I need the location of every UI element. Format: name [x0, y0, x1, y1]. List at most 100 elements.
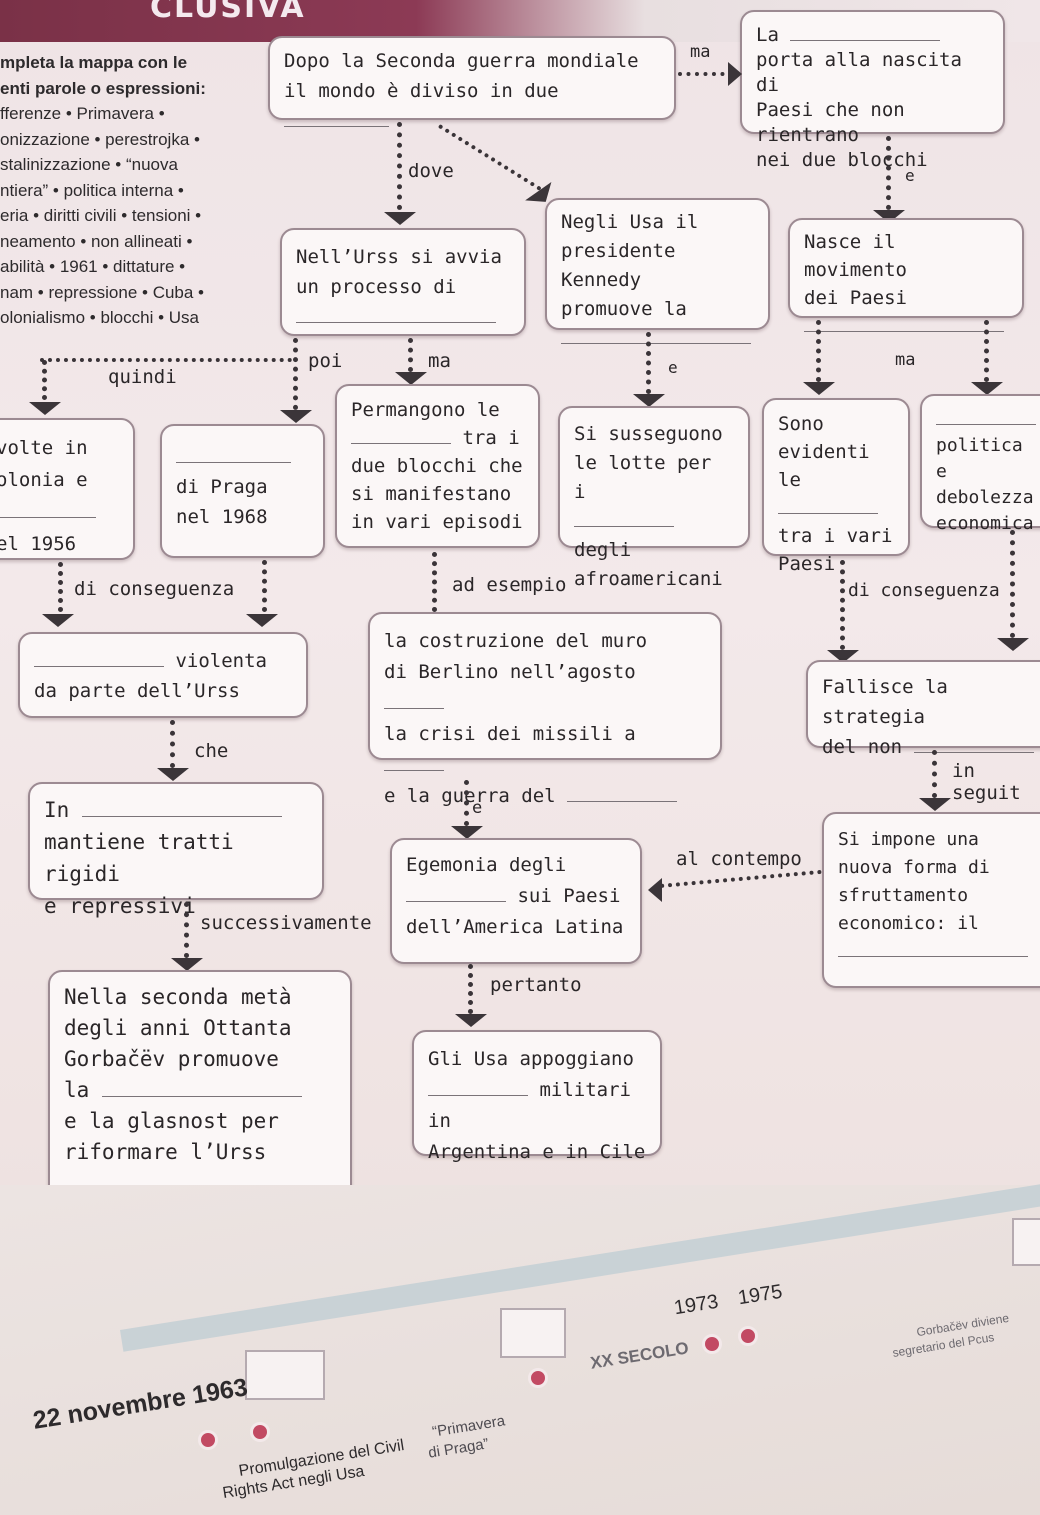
connector-successivamente: successivamente — [200, 912, 372, 934]
dotted-connector — [432, 552, 437, 612]
box-text: riformare l’Urss — [64, 1140, 267, 1164]
box-text-row: di Berlino nell’agosto — [384, 657, 706, 719]
answer-blank[interactable] — [81, 798, 282, 817]
timeline-answer-box[interactable] — [1012, 1218, 1040, 1266]
map-box-repression: violenta da parte dell’Urss — [18, 632, 308, 718]
connector-e-center: e — [472, 798, 483, 818]
answer-blank[interactable] — [804, 313, 1004, 332]
dotted-connector — [840, 560, 845, 650]
answer-blank[interactable] — [936, 406, 1036, 425]
map-box-us-dictatorships: Gli Usa appoggiano militari in Argentina… — [412, 1030, 662, 1163]
answer-blank[interactable] — [913, 734, 1034, 753]
answer-blank[interactable] — [428, 1077, 528, 1096]
arrow-down-icon — [384, 212, 416, 225]
answer-blank[interactable] — [296, 304, 496, 323]
connector-poi: poi — [308, 350, 343, 372]
box-text: Nella seconda metà — [64, 985, 292, 1009]
box-text: un processo di — [296, 276, 457, 298]
box-text-row — [561, 324, 754, 353]
dotted-connector — [984, 320, 989, 382]
box-text: il mondo è diviso in due — [284, 80, 559, 102]
box-text: e la guerra del — [384, 785, 556, 807]
dotted-connector — [170, 720, 175, 768]
map-box-civil-rights: Si susseguono le lotte per i degli afroa… — [558, 406, 750, 590]
box-text: degli — [574, 539, 632, 561]
answer-blank[interactable] — [384, 752, 444, 771]
box-text: sui Paesi — [517, 885, 621, 907]
box-text-row: il mondo è diviso in due — [284, 76, 660, 136]
map-box-nonaligned-movement: Nasce il movimento dei Paesi — [788, 218, 1024, 332]
box-text: da parte dell’Urss — [34, 680, 240, 702]
connector-di-conseguenza-right: di conseguenza — [848, 580, 1000, 601]
answer-blank[interactable] — [567, 783, 678, 802]
arrow-down-icon — [919, 798, 951, 811]
box-text: nel 1968 — [176, 506, 268, 528]
box-text: due blocchi che — [351, 455, 523, 477]
box-text: Egemonia degli — [406, 854, 567, 876]
box-text: le lotte per i — [574, 452, 712, 503]
answer-blank[interactable] — [0, 499, 96, 518]
map-box-kennedy: Negli Usa il presidente Kennedy promuove… — [545, 198, 770, 344]
answer-blank[interactable] — [574, 508, 674, 527]
answer-blank[interactable] — [101, 1078, 302, 1097]
timeline-dot — [250, 1422, 270, 1442]
box-text-row — [838, 938, 1040, 966]
box-text: del non — [822, 736, 903, 758]
box-text: dell’America Latina — [406, 916, 624, 938]
map-box-gorbachev: Nella seconda metà degli anni Ottanta Go… — [48, 970, 352, 1206]
dotted-connector — [262, 560, 267, 612]
connector-pertanto: pertanto — [490, 974, 582, 996]
answer-blank[interactable] — [838, 938, 1028, 957]
box-text: Dopo la Seconda guerra mondiale — [284, 50, 639, 72]
answer-blank[interactable] — [176, 444, 291, 463]
map-box-soviet-union: In mantiene tratti rigidi e repressivi — [28, 782, 324, 918]
map-box-urss-process: Nell’Urss si avvia un processo di — [280, 228, 526, 336]
timeline-answer-box[interactable] — [245, 1350, 325, 1400]
connector-in-seguito: in seguit — [952, 760, 1021, 804]
box-text-row: La — [756, 22, 989, 48]
box-text: nuova forma di — [838, 857, 990, 878]
legend-words-5: eria • diritti civili • tensioni • — [0, 206, 202, 225]
box-text: sfruttamento — [838, 885, 969, 906]
arrow-down-icon — [157, 768, 189, 781]
legend-words-9: olonialismo • blocchi • Usa — [0, 308, 199, 327]
box-text-row — [804, 312, 1008, 340]
box-text-row: e la guerra del — [384, 781, 706, 812]
dotted-connector — [886, 136, 891, 210]
answer-blank[interactable] — [34, 648, 164, 667]
timeline-dot — [528, 1368, 548, 1388]
box-text: Gli Usa appoggiano — [428, 1048, 634, 1070]
box-text: degli anni Ottanta — [64, 1016, 292, 1040]
box-text: la crisi dei missili a — [384, 723, 636, 745]
arrow-left-icon — [648, 878, 662, 902]
box-text-row: sui Paesi — [406, 881, 626, 912]
connector-al-contempo: al contempo — [676, 848, 802, 870]
box-text: olonia e — [0, 469, 88, 491]
answer-blank[interactable] — [790, 22, 941, 41]
box-text: si manifestano — [351, 483, 512, 505]
answer-blank[interactable] — [384, 690, 444, 709]
answer-blank[interactable] — [351, 425, 451, 444]
box-text: Nell’Urss si avvia — [296, 246, 502, 268]
arrow-down-icon — [451, 826, 483, 839]
answer-blank[interactable] — [561, 325, 751, 344]
answer-blank[interactable] — [406, 883, 506, 902]
answer-blank[interactable] — [778, 495, 878, 514]
legend-words-2: onizzazione • perestrojka • — [0, 129, 200, 149]
map-box-new-nations: La porta alla nascita di Paesi che non r… — [740, 10, 1005, 171]
map-box-strategy-fails: Fallisce la strategia del non — [806, 660, 1040, 758]
map-box-hungary: volte in olonia e el 1956 — [0, 418, 135, 560]
map-box-tensions: Permangono le tra i due blocchi che si m… — [335, 384, 540, 548]
box-text: tra i vari — [778, 525, 893, 547]
connector-quindi: quindi — [108, 366, 177, 388]
arrow-down-icon — [42, 614, 74, 627]
timeline-answer-box[interactable] — [500, 1308, 566, 1358]
dotted-connector — [1010, 530, 1015, 638]
dotted-connector — [293, 338, 298, 410]
box-text: porta alla nascita di — [756, 49, 962, 96]
box-text: violenta — [175, 650, 267, 672]
box-text-row: militari in — [428, 1075, 646, 1137]
box-text: politica e — [936, 435, 1023, 482]
box-text: Permangono le — [351, 399, 500, 421]
answer-blank[interactable] — [284, 108, 389, 127]
